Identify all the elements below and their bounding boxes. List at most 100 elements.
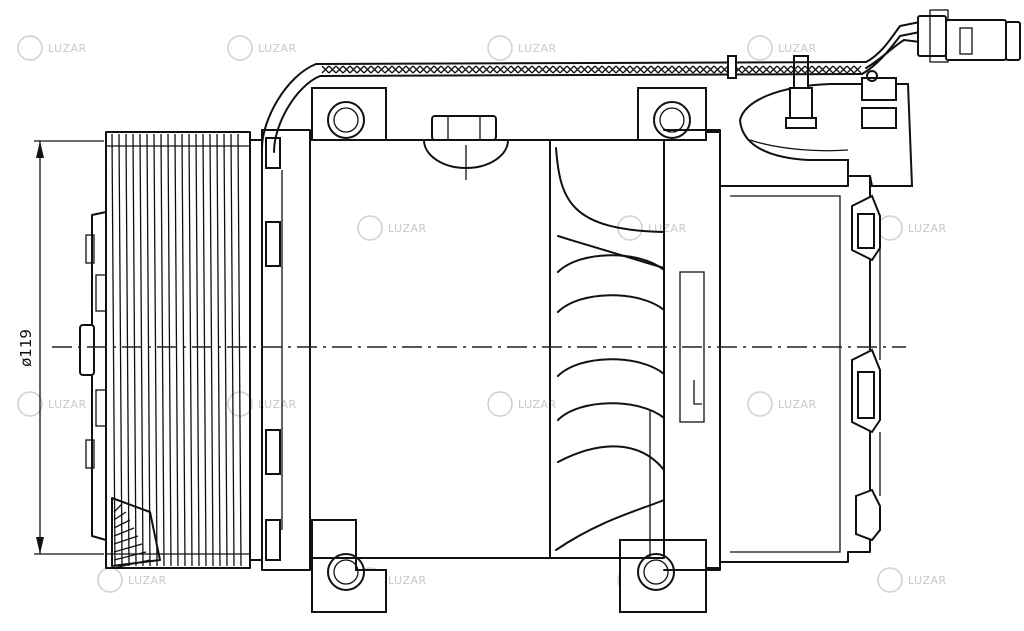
braid-strand (776, 65, 785, 74)
braid-strand (713, 65, 722, 74)
braid-strand (503, 65, 512, 74)
braid-strand (608, 65, 617, 74)
braid-strand (839, 65, 848, 74)
braid-strand (657, 65, 666, 74)
watermark-text: LUZAR (388, 222, 427, 235)
watermark-logo (747, 391, 773, 417)
braid-strand (426, 65, 435, 74)
braid-strand (552, 65, 561, 74)
watermark-logo (877, 215, 903, 241)
braid-strand (846, 65, 855, 74)
braid-strand (440, 65, 449, 74)
watermark-logo (17, 35, 43, 61)
braid-strand (538, 65, 547, 74)
pulley-groove (118, 133, 123, 567)
watermark: LUZAR (17, 35, 86, 61)
pulley-groove (216, 133, 221, 567)
watermark-text: LUZAR (908, 222, 947, 235)
pulley-grooves (106, 133, 250, 567)
pulley-groove (230, 133, 235, 567)
diameter-label: ø119 (17, 329, 35, 367)
braid-strand (664, 65, 673, 74)
pulley-groove (160, 133, 165, 567)
diameter-dimension: ø119 (17, 140, 104, 555)
watermark-layer: LUZAR LUZAR LUZAR LUZAR LUZAR LUZAR LUZAR LUZAR… (17, 35, 947, 593)
hatch-line (113, 519, 131, 529)
braid-strand (741, 65, 750, 74)
braid-strand (419, 65, 428, 74)
watermark: LUZAR (617, 215, 686, 241)
braid-strand (377, 65, 386, 74)
pulley-groove (132, 133, 137, 567)
pulley-groove (223, 133, 228, 567)
hatch-line (113, 535, 139, 545)
braid-strand (671, 65, 680, 74)
braid-strand (580, 65, 589, 74)
braid-strand (685, 65, 694, 74)
pulley-groove (139, 133, 144, 567)
pulley-groove (195, 133, 200, 567)
harness-braid (321, 65, 862, 74)
hatch-line (113, 543, 143, 553)
braid-strand (629, 65, 638, 74)
watermark: LUZAR (227, 35, 297, 61)
braid-strand (321, 65, 330, 74)
braid-strand (650, 65, 659, 74)
braid-strand (461, 65, 470, 74)
braid-strand (454, 65, 463, 74)
braid-strand (573, 65, 582, 74)
watermark-text: LUZAR (518, 42, 557, 55)
braid-strand (853, 65, 862, 74)
watermark: LUZAR (487, 35, 557, 61)
braid-strand (762, 65, 771, 74)
braid-strand (475, 65, 484, 74)
pulley-groove (146, 133, 151, 567)
braid-strand (643, 65, 652, 74)
braid-strand (468, 65, 477, 74)
watermark-text: LUZAR (48, 398, 87, 411)
watermark-logo (877, 567, 903, 593)
front-flange (249, 129, 311, 571)
braid-strand (447, 65, 456, 74)
braid-strand (601, 65, 610, 74)
braid-strand (636, 65, 645, 74)
watermark: LUZAR (877, 215, 947, 241)
braid-strand (349, 65, 358, 74)
braid-strand (559, 65, 568, 74)
watermark-text: LUZAR (388, 574, 427, 587)
wiring-harness (261, 9, 1021, 153)
braid-strand (482, 65, 491, 74)
braid-strand (699, 65, 708, 74)
braid-strand (489, 65, 498, 74)
section-hatch (113, 503, 151, 569)
watermark: LUZAR (747, 35, 816, 61)
braid-strand (405, 65, 414, 74)
braid-strand (587, 65, 596, 74)
braid-strand (622, 65, 631, 74)
braid-strand (398, 65, 407, 74)
watermark: LUZAR (17, 391, 87, 417)
watermark-text: LUZAR (258, 398, 297, 411)
braid-strand (818, 65, 827, 74)
hatch-line (113, 559, 151, 569)
braid-strand (566, 65, 575, 74)
watermark-text: LUZAR (258, 42, 297, 55)
braid-strand (391, 65, 400, 74)
braid-strand (825, 65, 834, 74)
watermark-text: LUZAR (128, 574, 167, 587)
braid-strand (356, 65, 365, 74)
hatch-line (113, 551, 147, 561)
braid-strand (783, 65, 792, 74)
braid-strand (594, 65, 603, 74)
pulley-groove (237, 133, 242, 567)
watermark: LUZAR (97, 567, 167, 593)
watermark-logo (227, 35, 253, 61)
braid-strand (769, 65, 778, 74)
pulley-groove (209, 133, 214, 567)
pulley-groove (181, 133, 186, 567)
watermark-text: LUZAR (778, 398, 817, 411)
compressor-body (309, 55, 914, 613)
watermark: LUZAR (357, 215, 427, 241)
braid-strand (328, 65, 337, 74)
